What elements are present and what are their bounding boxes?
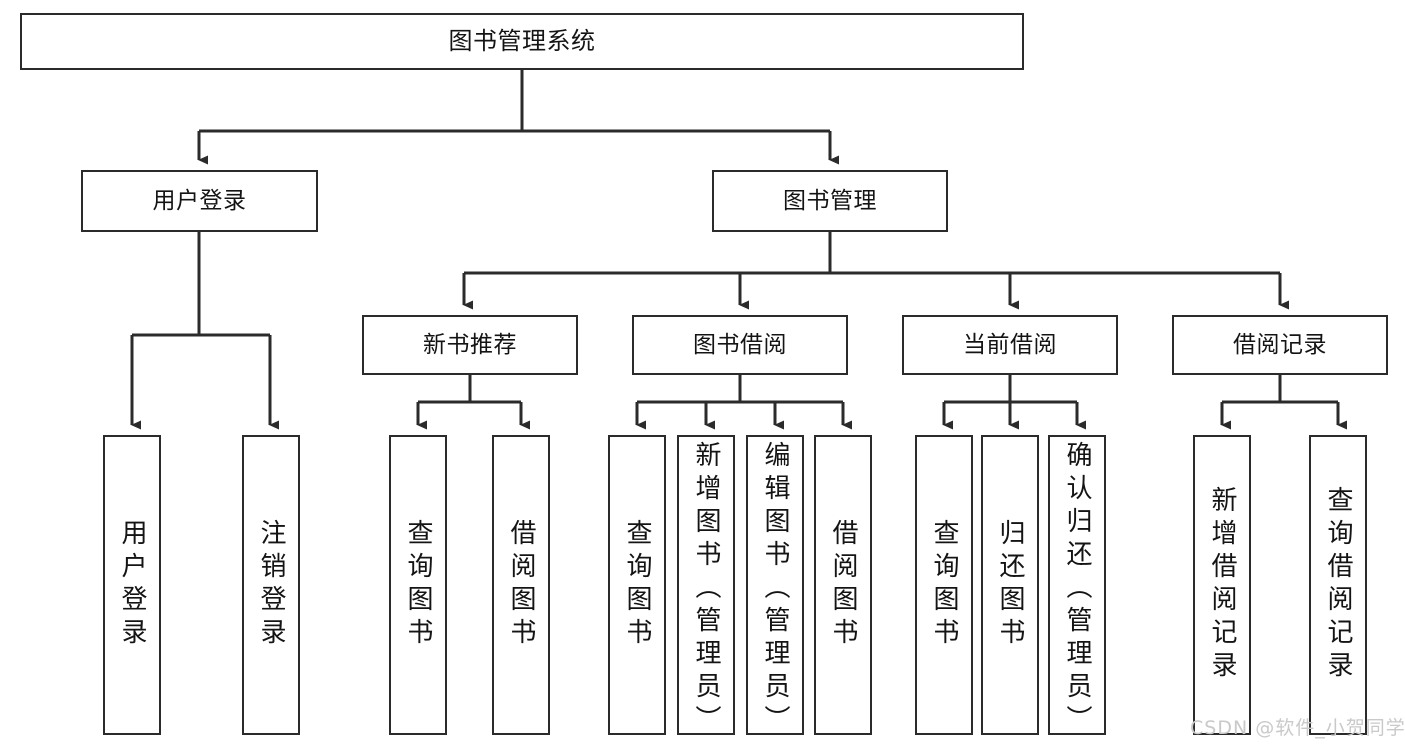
leaf-book-borrow-add[interactable]: 新增图书（管理员） bbox=[677, 435, 735, 738]
node-label: 查询图书 bbox=[403, 519, 433, 651]
node-current-borrow[interactable]: 当前借阅 bbox=[902, 315, 1118, 375]
node-label: 当前借阅 bbox=[963, 331, 1057, 358]
node-label: 图书管理系统 bbox=[448, 26, 596, 55]
node-label: 确认归还（管理员） bbox=[1062, 441, 1092, 738]
node-label: 查询图书 bbox=[929, 519, 959, 651]
leaf-book-borrow-edit[interactable]: 编辑图书（管理员） bbox=[746, 435, 804, 738]
leaf-borrow-record-query[interactable]: 查询借阅记录 bbox=[1309, 435, 1367, 735]
node-book-management[interactable]: 图书管理 bbox=[712, 170, 948, 232]
node-label: 图书借阅 bbox=[693, 331, 787, 358]
leaf-user-login-login[interactable]: 用户登录 bbox=[103, 435, 161, 735]
leaf-current-borrow-query[interactable]: 查询图书 bbox=[915, 435, 973, 735]
node-label: 新增图书（管理员） bbox=[691, 441, 721, 738]
node-label: 编辑图书（管理员） bbox=[760, 441, 790, 738]
node-root-system[interactable]: 图书管理系统 bbox=[20, 13, 1024, 70]
node-label: 借阅记录 bbox=[1233, 331, 1327, 358]
node-label: 新增借阅记录 bbox=[1207, 486, 1237, 684]
node-user-login[interactable]: 用户登录 bbox=[81, 170, 318, 232]
leaf-book-borrow-borrow[interactable]: 借阅图书 bbox=[814, 435, 872, 735]
leaf-new-book-borrow[interactable]: 借阅图书 bbox=[492, 435, 550, 735]
node-label: 查询借阅记录 bbox=[1323, 486, 1353, 684]
leaf-borrow-record-add[interactable]: 新增借阅记录 bbox=[1193, 435, 1251, 735]
node-label: 用户登录 bbox=[152, 187, 247, 214]
node-label: 借阅图书 bbox=[828, 519, 858, 651]
leaf-user-login-logout[interactable]: 注销登录 bbox=[242, 435, 300, 735]
leaf-new-book-query[interactable]: 查询图书 bbox=[389, 435, 447, 735]
leaf-book-borrow-query[interactable]: 查询图书 bbox=[608, 435, 666, 735]
node-label: 图书管理 bbox=[783, 187, 877, 214]
node-label: 新书推荐 bbox=[423, 331, 517, 358]
leaf-current-borrow-confirm-return[interactable]: 确认归还（管理员） bbox=[1048, 435, 1106, 738]
node-borrow-record[interactable]: 借阅记录 bbox=[1172, 315, 1388, 375]
node-label: 借阅图书 bbox=[506, 519, 536, 651]
node-label: 归还图书 bbox=[995, 519, 1025, 651]
node-label: 查询图书 bbox=[622, 519, 652, 651]
node-label: 用户登录 bbox=[117, 519, 147, 651]
node-label: 注销登录 bbox=[256, 519, 286, 651]
leaf-current-borrow-return[interactable]: 归还图书 bbox=[981, 435, 1039, 735]
node-book-borrow[interactable]: 图书借阅 bbox=[632, 315, 848, 375]
node-new-book-recommend[interactable]: 新书推荐 bbox=[362, 315, 578, 375]
watermark-text: CSDN @软件_小贺同学 bbox=[1190, 717, 1405, 739]
